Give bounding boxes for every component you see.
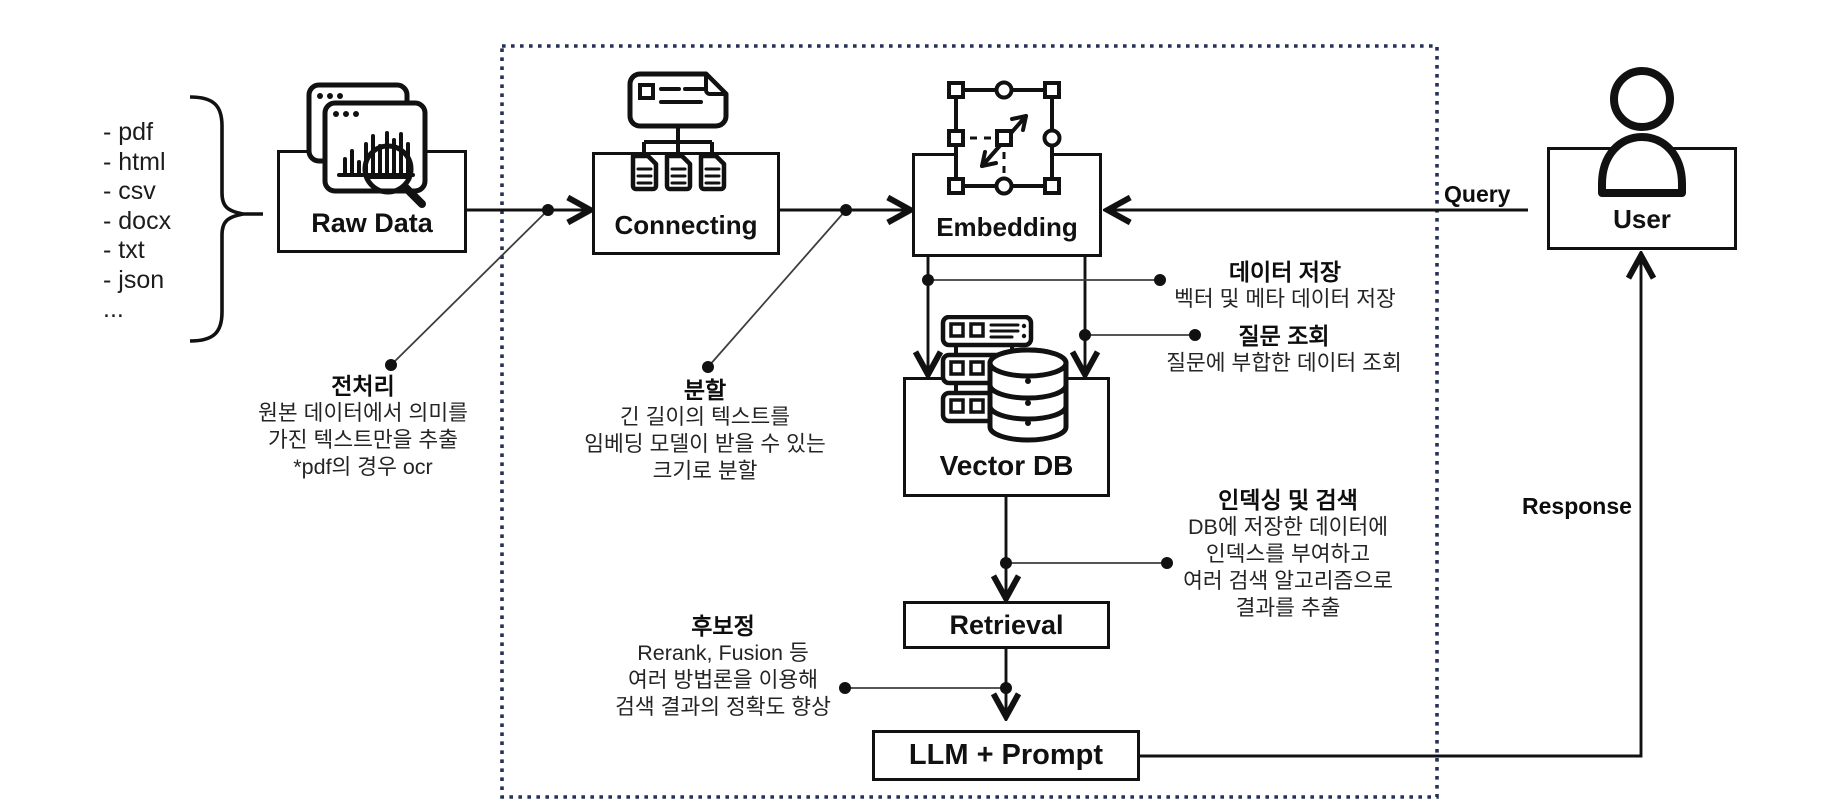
annotation-line: 검색 결과의 정확도 향상 <box>615 695 831 719</box>
file-type-item: ... <box>103 295 124 323</box>
annotation-line: 결과를 추출 <box>1235 596 1341 620</box>
node-connecting-label: Connecting <box>614 210 758 240</box>
annotation-postprocess-title: 후보정 <box>691 613 755 639</box>
annotation-line: 크기로 분할 <box>652 459 758 483</box>
leader-split <box>707 209 847 368</box>
annotation-line: 원본 데이터에서 의미를 <box>258 401 468 425</box>
annotation-split-title: 분할 <box>683 377 727 403</box>
user-icon <box>1595 65 1690 200</box>
file-type-item: - pdf <box>103 118 154 146</box>
node-raw-data-label: Raw Data <box>311 208 433 238</box>
embedding-icon <box>938 72 1070 204</box>
annotation-store-title: 데이터 저장 <box>1228 259 1342 285</box>
annotation-split: 분할 긴 길이의 텍스트를 임베딩 모델이 받을 수 있는 크기로 분할 <box>564 376 846 485</box>
annotation-line: Rerank, Fusion 등 <box>637 641 809 665</box>
file-type-item: - csv <box>103 177 156 205</box>
annotation-line: 여러 검색 알고리즘으로 <box>1183 569 1393 593</box>
response-edge-label: Response <box>1522 493 1632 519</box>
node-retrieval-label: Retrieval <box>949 609 1064 640</box>
annotation-line: 여러 방법론을 이용해 <box>628 668 818 692</box>
annotation-line: 질문에 부합한 데이터 조회 <box>1166 351 1402 375</box>
file-type-item: - html <box>103 147 166 176</box>
file-type-item: - docx <box>103 206 172 235</box>
connecting-icon <box>618 70 748 210</box>
annotation-line: *pdf의 경우 ocr <box>293 455 433 479</box>
annotation-store: 데이터 저장 벡터 및 메타 데이터 저장 <box>1153 258 1417 313</box>
vector-db-icon <box>940 314 1070 443</box>
file-type-item: - txt <box>103 236 145 264</box>
junction-dots <box>385 204 1201 694</box>
node-llm-prompt-label: LLM + Prompt <box>908 739 1104 771</box>
annotation-query-lookup: 질문 조회 질문에 부합한 데이터 조회 <box>1140 322 1428 377</box>
annotation-preprocess-title: 전처리 <box>331 373 395 399</box>
annotation-indexing: 인덱싱 및 검색 DB에 저장한 데이터에 인덱스를 부여하고 여러 검색 알고… <box>1160 486 1416 622</box>
node-retrieval: Retrieval <box>903 601 1110 649</box>
file-type-item: - json <box>103 265 165 294</box>
annotation-query-lookup-title: 질문 조회 <box>1238 323 1330 349</box>
source-file-list: - pdf - html - csv - docx - txt - json .… <box>103 118 171 325</box>
node-llm-prompt: LLM + Prompt <box>872 730 1140 781</box>
query-edge-label: Query <box>1444 181 1511 207</box>
node-vector-db-label: Vector DB <box>939 450 1074 481</box>
annotation-indexing-title: 인덱싱 및 검색 <box>1218 487 1358 513</box>
raw-data-icon <box>295 82 435 209</box>
annotation-line: 긴 길이의 텍스트를 <box>619 405 791 429</box>
node-embedding-label: Embedding <box>936 212 1078 242</box>
file-list-brace <box>189 95 244 343</box>
annotation-line: 인덱스를 부여하고 <box>1205 542 1371 566</box>
arrow-response-llm-to-user <box>1140 260 1641 758</box>
annotation-preprocess: 전처리 원본 데이터에서 의미를 가진 텍스트만을 추출 *pdf의 경우 oc… <box>237 372 489 481</box>
annotation-line: 벡터 및 메타 데이터 저장 <box>1174 287 1396 311</box>
annotation-line: 임베딩 모델이 받을 수 있는 <box>584 432 826 456</box>
annotation-postprocess: 후보정 Rerank, Fusion 등 여러 방법론을 이용해 검색 결과의 … <box>578 612 868 721</box>
annotation-line: 가진 텍스트만을 추출 <box>268 428 458 452</box>
annotation-line: DB에 저장한 데이터에 <box>1187 515 1389 539</box>
leader-preprocess <box>390 209 549 366</box>
node-user-label: User <box>1613 204 1671 234</box>
pipeline-dotted-border <box>500 44 1439 799</box>
